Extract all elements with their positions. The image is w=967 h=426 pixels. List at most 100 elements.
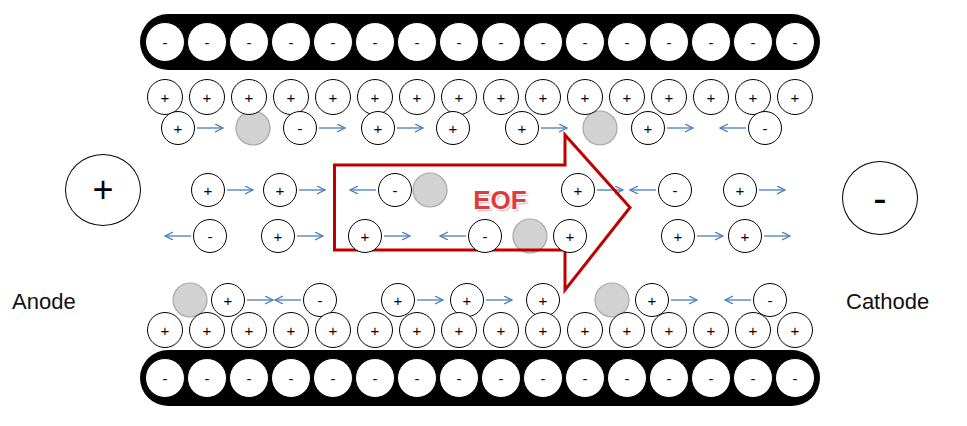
neutral-molecule — [236, 111, 270, 145]
ion-motion-arrow — [299, 189, 325, 190]
wall-charge: - — [649, 358, 689, 398]
charge-sign: + — [623, 90, 632, 105]
charge-sign: - — [751, 371, 756, 386]
charge-sign: + — [791, 90, 800, 105]
charge-sign: + — [736, 183, 745, 198]
ion: - — [193, 219, 227, 253]
capillary-wall — [140, 14, 820, 70]
charge-sign: - — [793, 371, 798, 386]
wall-charge: - — [523, 22, 563, 62]
capillary-wall — [140, 350, 820, 406]
charge-sign: - — [541, 35, 546, 50]
ion: + — [147, 79, 183, 115]
ion-motion-arrow — [247, 299, 273, 300]
charge-sign: - — [208, 229, 213, 244]
ion: + — [525, 79, 561, 115]
charge-sign: + — [374, 121, 383, 136]
charge-sign: + — [203, 323, 212, 338]
electrode-sign: + — [92, 172, 113, 208]
ion: + — [483, 79, 519, 115]
charge-sign: - — [709, 35, 714, 50]
ion: - — [378, 173, 412, 207]
charge-sign: - — [205, 371, 210, 386]
charge-sign: - — [793, 35, 798, 50]
ion: + — [381, 283, 415, 317]
charge-sign: - — [373, 35, 378, 50]
ion-motion-arrow — [486, 299, 512, 300]
charge-sign: + — [581, 323, 590, 338]
ion: + — [651, 312, 687, 348]
charge-sign: - — [415, 371, 420, 386]
charge-sign: - — [373, 371, 378, 386]
ion: - — [468, 219, 502, 253]
charge-sign: - — [457, 371, 462, 386]
charge-sign: + — [749, 90, 758, 105]
charge-sign: + — [644, 121, 653, 136]
ion: + — [315, 312, 351, 348]
ion: + — [693, 312, 729, 348]
neutral-molecule — [413, 173, 447, 207]
wall-charge: - — [691, 22, 731, 62]
ion-motion-arrow — [725, 299, 751, 300]
ion: + — [161, 111, 195, 145]
ion: + — [147, 312, 183, 348]
charge-sign: + — [455, 90, 464, 105]
ion: + — [211, 283, 245, 317]
charge-sign: + — [287, 90, 296, 105]
wall-charge: - — [145, 358, 185, 398]
flow-arrow-outline — [335, 135, 631, 290]
charge-sign: + — [665, 323, 674, 338]
wall-charge: - — [229, 22, 269, 62]
charge-sign: - — [318, 293, 323, 308]
ion: + — [189, 312, 225, 348]
ion: + — [631, 111, 665, 145]
charge-sign: - — [415, 35, 420, 50]
ion: + — [315, 79, 351, 115]
charge-sign: + — [674, 229, 683, 244]
charge-sign: - — [457, 35, 462, 50]
electrode: + — [65, 154, 141, 226]
charge-sign: - — [625, 35, 630, 50]
ion-motion-arrow — [397, 127, 423, 128]
wall-charge: - — [397, 22, 437, 62]
charge-sign: + — [287, 323, 296, 338]
charge-sign: + — [204, 183, 213, 198]
charge-sign: + — [413, 323, 422, 338]
charge-sign: + — [539, 293, 548, 308]
ion: + — [735, 79, 771, 115]
ion-motion-arrow — [275, 299, 301, 300]
ion: + — [191, 173, 225, 207]
electrode-sign: - — [873, 178, 886, 218]
wall-charge: - — [271, 358, 311, 398]
ion: + — [436, 111, 470, 145]
charge-sign: + — [497, 90, 506, 105]
ion-motion-arrow — [667, 127, 693, 128]
ion: + — [609, 312, 645, 348]
charge-sign: + — [539, 90, 548, 105]
charge-sign: + — [566, 229, 575, 244]
ion: + — [723, 173, 757, 207]
charge-sign: + — [245, 90, 254, 105]
charge-sign: - — [247, 35, 252, 50]
ion: + — [261, 219, 295, 253]
wall-charge: - — [187, 22, 227, 62]
wall-charge: - — [439, 358, 479, 398]
charge-sign: - — [163, 371, 168, 386]
charge-sign: + — [329, 323, 338, 338]
ion: + — [441, 312, 477, 348]
ion-motion-arrow — [319, 127, 345, 128]
charge-sign: + — [539, 323, 548, 338]
ion: + — [263, 173, 297, 207]
wall-charge: - — [649, 22, 689, 62]
charge-sign: + — [371, 323, 380, 338]
ion-motion-arrow — [597, 189, 623, 190]
ion: + — [189, 79, 225, 115]
charge-sign: - — [751, 35, 756, 50]
ion-motion-arrow — [417, 299, 443, 300]
ion-motion-arrow — [697, 235, 723, 236]
ion-motion-arrow — [384, 235, 410, 236]
ion-motion-arrow — [720, 127, 746, 128]
